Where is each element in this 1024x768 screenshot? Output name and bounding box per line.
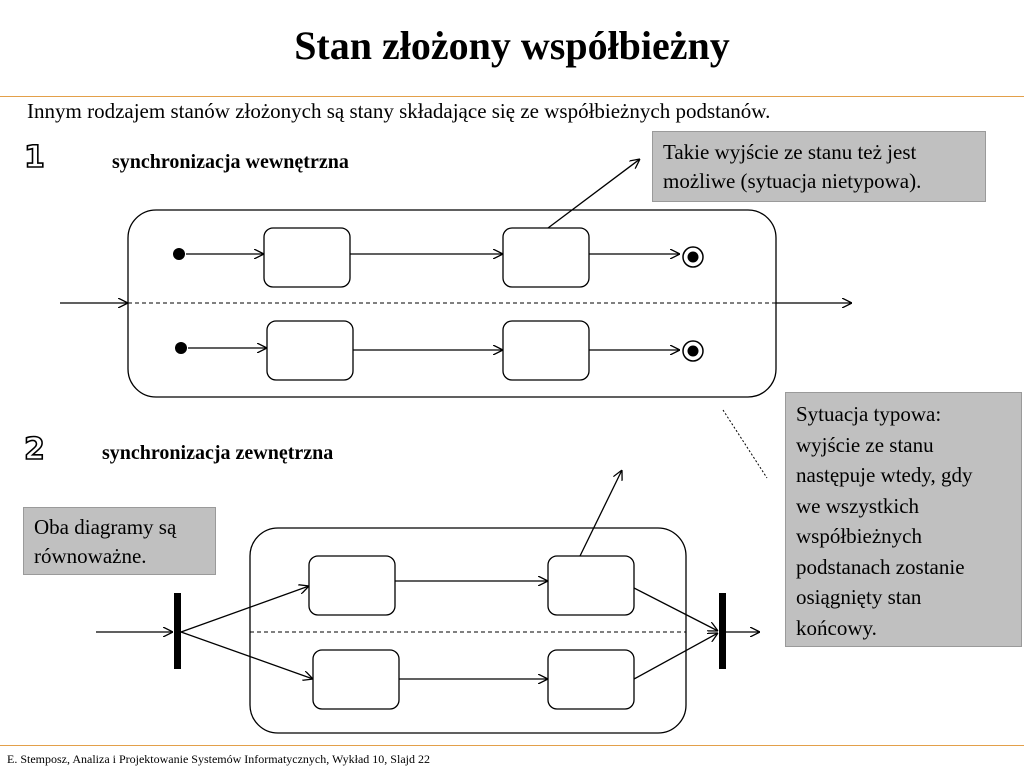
diagram-internal-sync: [60, 159, 852, 398]
substate-1a-1: [263, 227, 351, 288]
section-number-1: 1: [23, 139, 47, 176]
diagram-external-sync: [96, 470, 760, 734]
section-heading-external-sync: synchronizacja zewnętrzna: [102, 442, 334, 464]
final-state-1b-dot: [687, 345, 699, 357]
note-line: współbieżnych: [796, 524, 922, 548]
note-line: następuje wtedy, gdy: [796, 463, 973, 487]
composite-state-2: [249, 527, 687, 734]
note-line: końcowy.: [796, 615, 877, 640]
note-line: Sytuacja typowa:: [796, 402, 942, 426]
join-transition-lower: [633, 633, 718, 680]
note-typical-exit: Sytuacja typowa: wyjście ze stanu następ…: [785, 392, 1022, 647]
fork-transition-lower: [180, 631, 313, 679]
substate-1b-1: [266, 320, 354, 381]
section-heading-internal-sync: synchronizacja wewnętrzna: [112, 151, 349, 173]
substate-1b-2: [502, 320, 590, 381]
direct-exit-arrow-2: [579, 470, 622, 557]
slide-title: Stan złożony współbieżny: [294, 23, 730, 68]
fork-transition-upper: [180, 586, 309, 633]
title-divider: [0, 96, 1024, 97]
final-state-1b-ring: [682, 340, 704, 362]
join-transition-upper: [633, 587, 718, 631]
substate-1a-2: [502, 227, 590, 288]
note-line: we wszystkich: [796, 493, 920, 518]
substate-2a-2: [547, 555, 635, 616]
footer-text: E. Stemposz, Analiza i Projektowanie Sys…: [7, 752, 430, 766]
initial-state-1a: [173, 248, 185, 260]
substate-2b-2: [547, 649, 635, 710]
fork-bar: [174, 593, 181, 669]
final-state-1a-dot: [687, 251, 699, 263]
direct-exit-arrow: [547, 159, 640, 229]
substate-2b-1: [312, 649, 400, 710]
footer-divider: [0, 745, 1024, 746]
initial-state-1b: [175, 342, 187, 354]
substate-2a-1: [308, 555, 396, 616]
join-bar: [719, 593, 726, 669]
intro-text: Innym rodzajem stanów złożonych są stany…: [27, 99, 771, 123]
note-line: wyjście ze stanu: [796, 432, 934, 457]
note-equivalent-diagrams: Oba diagramy są równoważne.: [23, 507, 216, 575]
note-line: osiągnięty stan: [796, 585, 922, 609]
dashed-connector: [722, 409, 768, 479]
note-atypical-exit: Takie wyjście ze stanu też jest możliwe …: [652, 131, 986, 202]
final-state-1a-ring: [682, 246, 704, 268]
section-number-2: 2: [23, 431, 47, 468]
note-line: podstanach zostanie: [796, 554, 965, 579]
